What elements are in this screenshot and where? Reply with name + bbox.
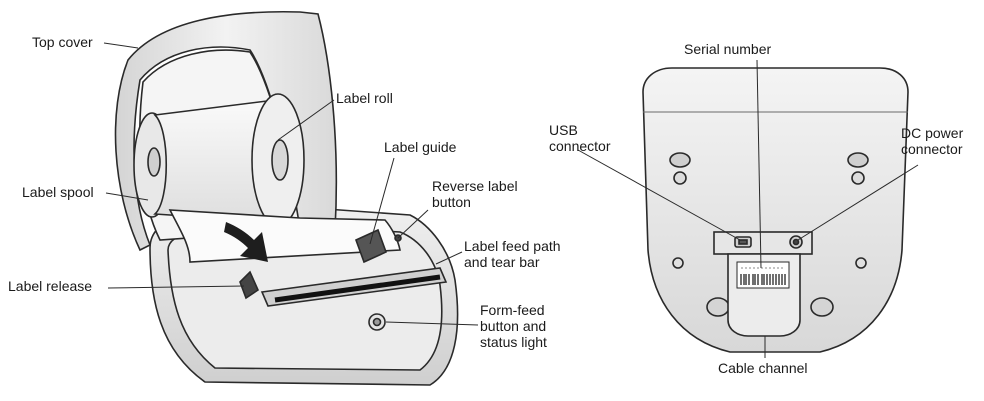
label-release-lever <box>239 270 260 300</box>
printer-open-view <box>114 10 459 386</box>
leader-top-cover <box>103 42 139 49</box>
usb-line-2: connector <box>549 138 611 154</box>
form-feed-line-3: status light <box>480 334 547 350</box>
leader-dc-power <box>797 164 919 241</box>
leader-form-feed <box>385 321 479 326</box>
leader-label-roll <box>277 99 335 141</box>
feed-path-line-1: Label feed path <box>464 238 561 254</box>
leader-serial-number <box>756 59 762 269</box>
barcode <box>740 274 786 285</box>
label-reverse-label-button: Reverse label button <box>432 178 518 210</box>
leader-lines <box>103 42 919 358</box>
label-label-guide: Label guide <box>384 139 457 155</box>
form-feed-line-1: Form-feed <box>480 302 545 318</box>
label-label-release: Label release <box>8 278 93 294</box>
serial-label <box>736 261 790 289</box>
bottom-hole <box>669 152 691 168</box>
form-feed-line-2: button and <box>480 318 547 334</box>
dc-power-line-1: DC power <box>901 125 964 141</box>
dc-power-line-2: connector <box>901 141 963 157</box>
reverse-label-line-2: button <box>432 194 471 210</box>
leader-feed-path <box>435 251 463 265</box>
bottom-housing <box>642 67 909 353</box>
label-guide-piece <box>354 228 388 264</box>
bottom-hole <box>847 152 869 168</box>
printer-bottom-view <box>642 67 909 353</box>
reverse-label-line-1: Reverse label <box>432 178 518 194</box>
leader-label-release <box>107 285 245 289</box>
label-usb-connector: USB connector <box>549 122 610 154</box>
label-cable-channel: Cable channel <box>718 360 808 376</box>
label-serial-number: Serial number <box>684 41 772 57</box>
leader-label-spool <box>105 192 149 201</box>
label-label-roll: Label roll <box>336 90 393 106</box>
leader-usb <box>577 149 741 241</box>
usb-line-1: USB <box>549 122 578 138</box>
leader-reverse-button <box>397 209 429 239</box>
feed-path-line-2: and tear bar <box>464 254 540 270</box>
top-cover <box>114 10 338 252</box>
label-form-feed: Form-feed button and status light <box>480 302 547 350</box>
label-label-spool: Label spool <box>22 184 94 200</box>
label-top-cover: Top cover <box>32 34 93 50</box>
label-dc-power-connector: DC power connector <box>901 125 963 157</box>
leader-label-guide <box>369 157 395 245</box>
label-feed-path: Label feed path and tear bar <box>464 238 561 270</box>
feed-slot <box>274 274 441 303</box>
feed-direction-arrow <box>224 222 268 262</box>
